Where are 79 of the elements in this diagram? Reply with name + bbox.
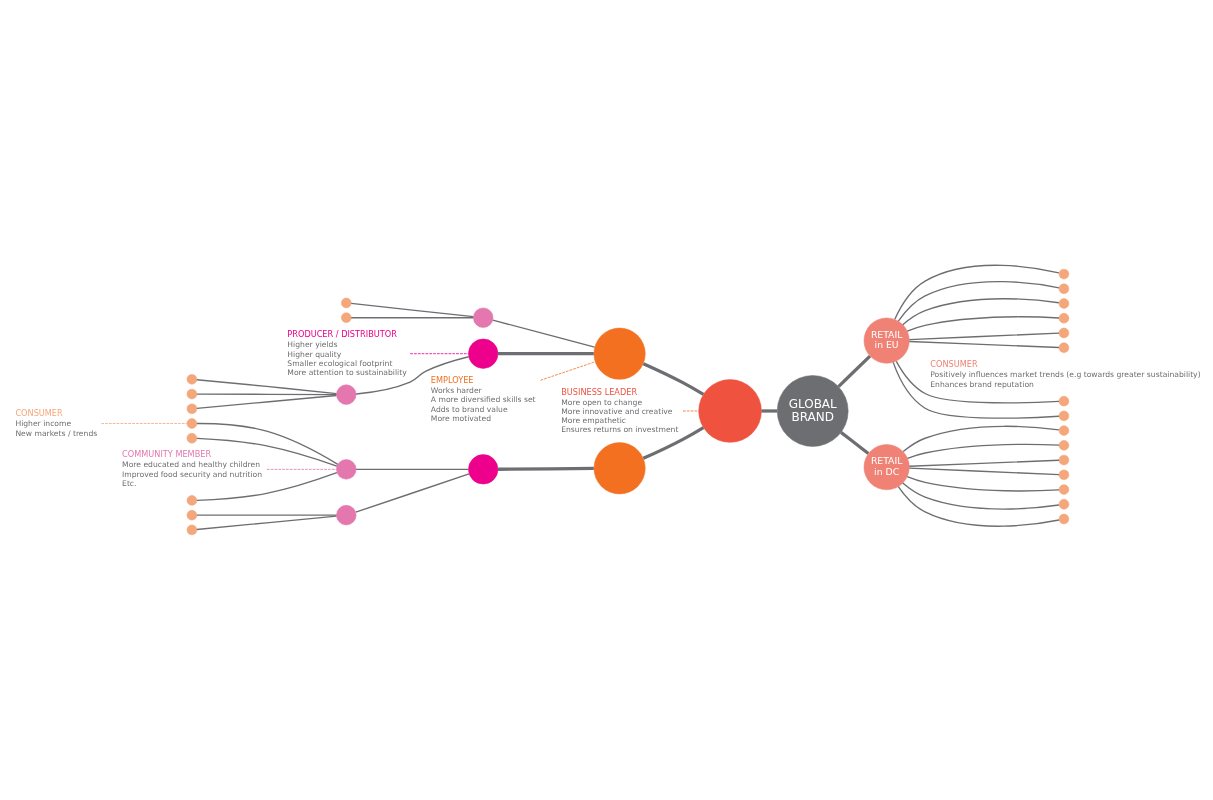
connector [908, 340, 1060, 349]
connector [350, 302, 474, 318]
connector [682, 410, 699, 412]
node-circle [341, 312, 352, 323]
connector [196, 379, 338, 395]
node-circle [1058, 469, 1070, 480]
connector [895, 360, 1060, 404]
connector [409, 353, 469, 355]
connector [355, 468, 469, 471]
node-circle [1058, 440, 1070, 451]
node-circle [1058, 327, 1070, 339]
connector [101, 423, 188, 424]
node-circle [1058, 484, 1070, 495]
node-circle [1058, 342, 1070, 353]
connector [196, 437, 338, 467]
connector [894, 264, 1060, 320]
connector [908, 467, 1060, 476]
connector [642, 426, 705, 460]
node-circle: RETAIL in DC [863, 444, 910, 491]
node-circle [186, 418, 198, 429]
connector [497, 466, 594, 471]
connector [196, 514, 337, 516]
node-circle [186, 433, 198, 444]
node-circle [186, 510, 198, 521]
node-circle [698, 379, 762, 443]
connector [902, 425, 1060, 453]
connector [902, 482, 1060, 510]
label: CONSUMER [930, 359, 978, 370]
connector [761, 409, 778, 413]
connector [350, 317, 474, 319]
connector [840, 431, 870, 455]
node-circle: RETAIL in EU [863, 317, 910, 364]
node-circle [341, 297, 352, 309]
connector [355, 473, 470, 513]
node-circle [1058, 410, 1070, 422]
node-circle [186, 524, 198, 536]
connector [906, 476, 1060, 492]
node-circle [186, 403, 198, 414]
node-circle [468, 454, 499, 485]
node-circle [468, 338, 499, 369]
connector [906, 316, 1060, 332]
node-circle [1058, 298, 1070, 309]
connector [892, 361, 1060, 419]
connector [196, 422, 339, 466]
node-circle [1058, 395, 1070, 407]
connector [908, 332, 1060, 341]
node-circle [1058, 499, 1070, 510]
node-circle [1058, 454, 1070, 466]
connector [642, 362, 705, 396]
connector [906, 443, 1060, 459]
node-circle [186, 374, 198, 385]
node-circle [593, 327, 646, 380]
node-circle [336, 505, 357, 526]
node-circle [1058, 268, 1070, 280]
connector [355, 356, 470, 395]
node-circle [1058, 513, 1070, 525]
connector [908, 459, 1060, 467]
node-circle [473, 307, 494, 328]
connector [540, 361, 596, 381]
connector [897, 280, 1060, 322]
node-circle [1058, 313, 1070, 324]
node-circle [186, 495, 198, 506]
connector [897, 485, 1060, 527]
connector [196, 515, 338, 531]
connector [837, 355, 872, 388]
connector [498, 352, 594, 356]
connector [266, 468, 337, 470]
node-circle [336, 384, 357, 405]
connector [196, 472, 338, 501]
connector [902, 298, 1060, 326]
connector [196, 394, 337, 410]
node-circle [593, 442, 646, 495]
node-circle [186, 388, 198, 400]
node-circle: GLOBAL BRAND [776, 375, 849, 447]
node-circle [1058, 283, 1070, 294]
node-circle [1058, 425, 1070, 436]
node-circle [336, 459, 357, 480]
connector [492, 319, 596, 348]
connector [196, 393, 337, 396]
